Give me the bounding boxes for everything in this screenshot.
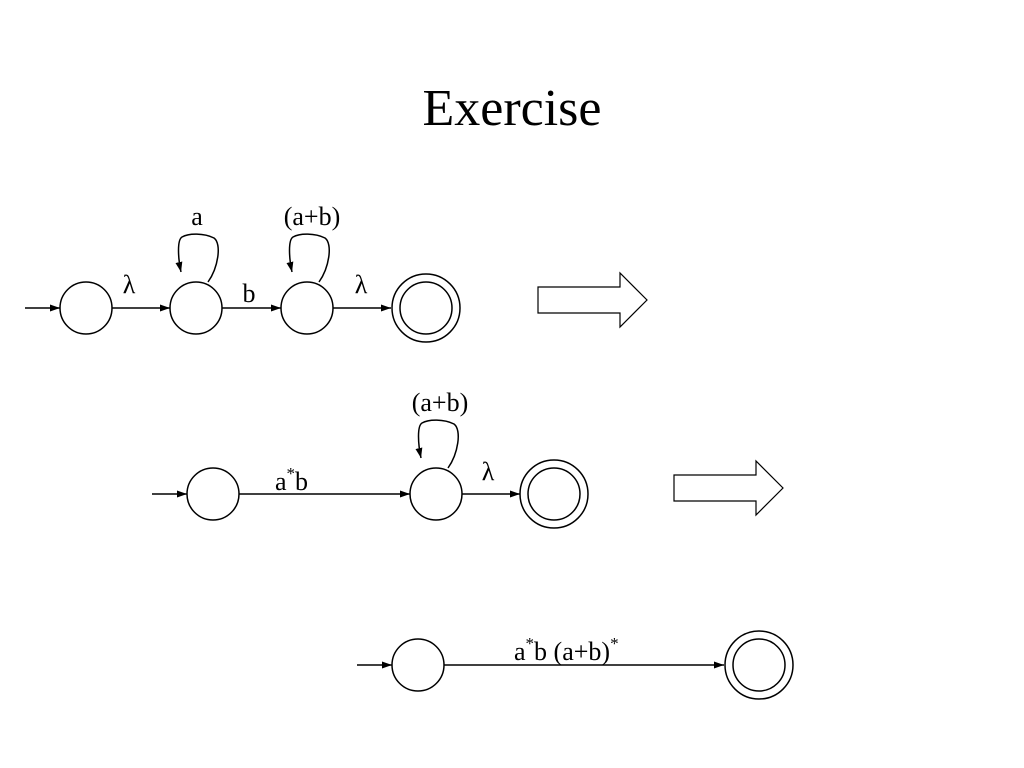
state-p0 [186, 467, 240, 521]
transform-arrow-1 [537, 271, 648, 329]
label-loop-ab: (a+b) [284, 202, 341, 231]
final-state-outer [724, 630, 794, 700]
self-loop-ab [415, 419, 460, 469]
label-astar-b: a*b [275, 464, 308, 496]
final-state-inner [527, 467, 581, 521]
final-state-outer [391, 273, 461, 343]
diagram-2: a*b λ (a+b) [152, 388, 589, 529]
transform-arrow-2 [673, 459, 784, 517]
diagram-3: a*b (a+b)* [357, 630, 794, 700]
diagram-1: λ b λ a (a+b) [25, 202, 461, 343]
state-q1 [169, 281, 223, 335]
label-b: b [243, 279, 256, 308]
final-state-inner [732, 638, 786, 692]
label-regex: a*b (a+b)* [514, 634, 619, 666]
label-lambda-1: λ [123, 270, 136, 299]
state-q2 [280, 281, 334, 335]
state-q0 [59, 281, 113, 335]
self-loop-a [175, 233, 220, 283]
label-loop-a: a [191, 202, 203, 231]
state-r0 [391, 638, 445, 692]
label-lambda: λ [482, 457, 495, 486]
state-p1 [409, 467, 463, 521]
label-lambda-2: λ [355, 270, 368, 299]
self-loop-ab [286, 233, 331, 283]
final-state-outer [519, 459, 589, 529]
slide-title: Exercise [422, 80, 602, 137]
final-state-inner [399, 281, 453, 335]
label-loop-ab: (a+b) [412, 388, 469, 417]
